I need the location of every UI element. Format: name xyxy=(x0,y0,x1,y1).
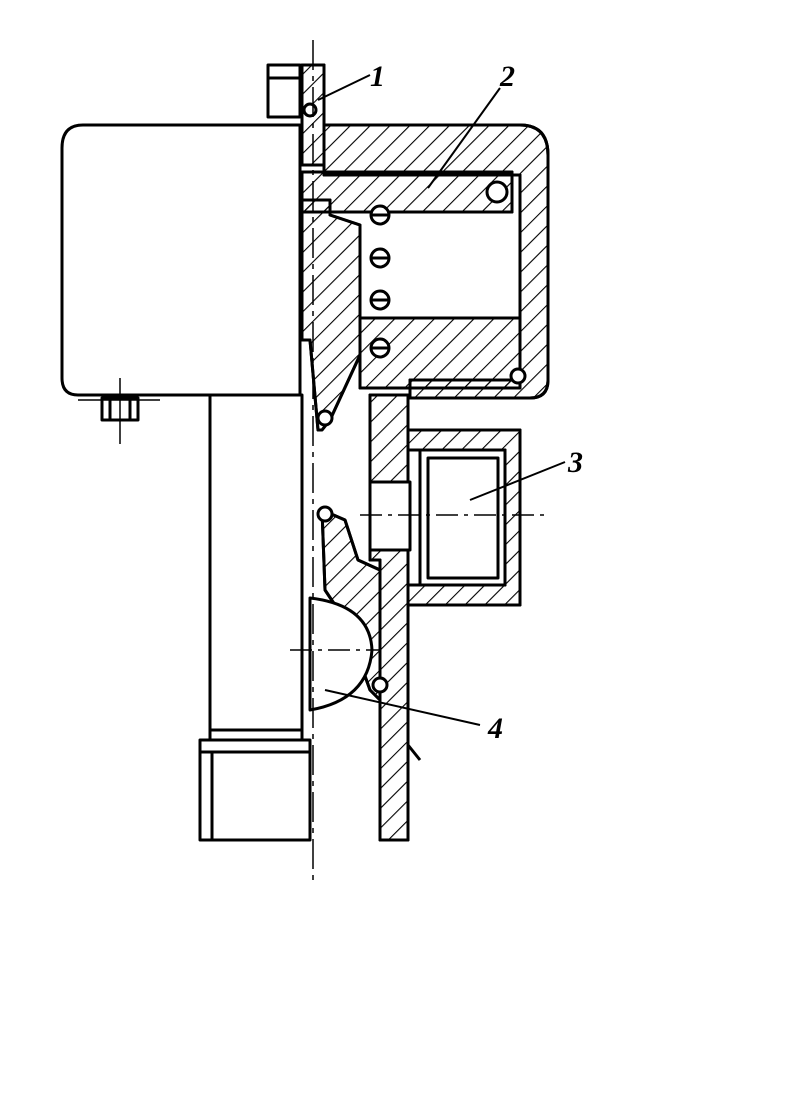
callout-3: 3 xyxy=(567,446,583,479)
ball-seat-part-4 xyxy=(290,505,389,712)
leader-3 xyxy=(469,461,566,501)
side-outlet-port-part-3 xyxy=(360,428,545,607)
leader-4 xyxy=(324,689,481,726)
body-column xyxy=(208,393,304,742)
valve-stem xyxy=(300,198,362,432)
bottom-threaded-connection xyxy=(198,738,312,842)
callout-2: 2 xyxy=(499,60,515,93)
leader-1 xyxy=(317,74,371,101)
callout-4: 4 xyxy=(487,712,503,745)
mounting-bolt xyxy=(78,378,160,444)
callout-1: 1 xyxy=(370,60,385,93)
actuator-housing xyxy=(60,123,302,397)
upper-cap-part-2 xyxy=(300,123,550,400)
leader-2 xyxy=(427,87,501,189)
spring-coils xyxy=(369,204,391,359)
